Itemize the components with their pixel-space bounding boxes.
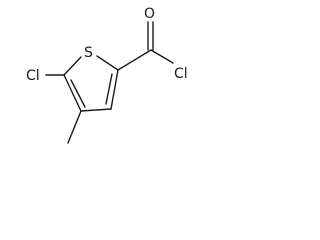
bond-c5-c4-inner xyxy=(70,79,86,108)
ring-chlorine-atom-label: Cl xyxy=(26,68,40,84)
atom-labels: S O Cl Cl xyxy=(26,6,188,84)
substituent-bonds xyxy=(45,21,174,144)
bond-c3-c2-inner xyxy=(105,73,113,105)
bond-c2-carbonyl xyxy=(117,49,152,71)
oxygen-atom-label: O xyxy=(144,6,155,22)
bond-s-c2 xyxy=(96,55,119,71)
sulfur-atom-label: S xyxy=(84,45,93,61)
bond-c4-methyl xyxy=(67,110,82,144)
thiophene-ring xyxy=(63,55,119,112)
acyl-chlorine-atom-label: Cl xyxy=(174,66,188,82)
bond-c3-c2 xyxy=(110,69,119,110)
bond-s-c5 xyxy=(63,56,82,76)
bond-c4-c3 xyxy=(80,108,112,112)
bond-c5-c4 xyxy=(63,74,82,112)
bond-c-cl xyxy=(150,49,174,64)
structure-diagram: S O Cl Cl xyxy=(26,6,188,144)
